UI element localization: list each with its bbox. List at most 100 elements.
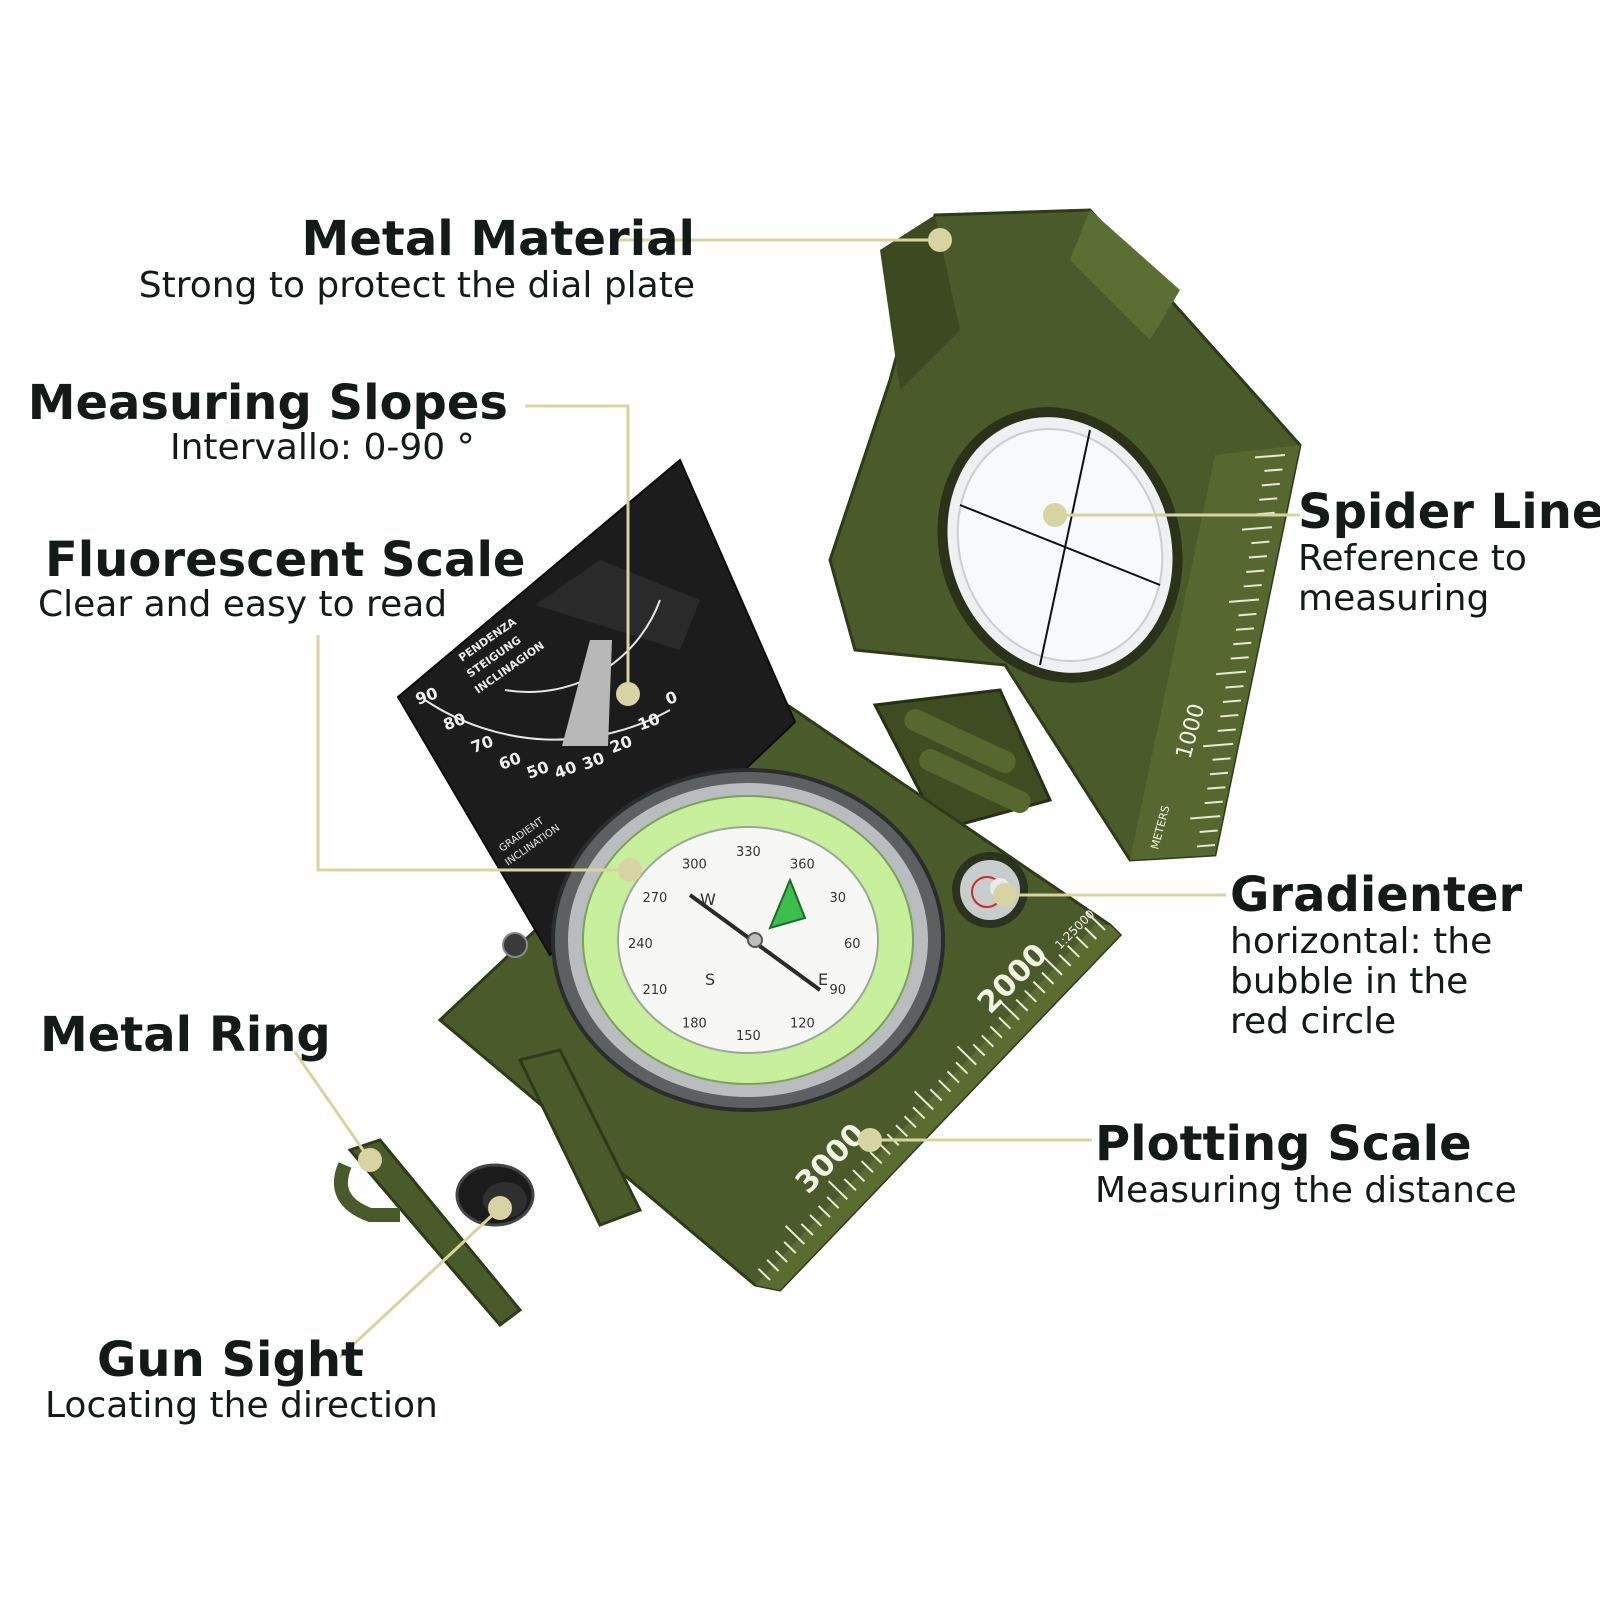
lid-ruler-tick xyxy=(1235,627,1254,631)
callout-dot-gradienter xyxy=(993,883,1017,907)
dial-degree-label: 330 xyxy=(736,845,761,860)
base-ruler-tick xyxy=(938,1079,952,1093)
callout-description: Strong to protect the dial plate xyxy=(138,265,695,306)
callout-measuring-slopes-desc: Intervallo: 0-90 ° xyxy=(170,428,475,468)
callout-title: Gradienter xyxy=(1230,867,1523,923)
callout-description: Locating the direction xyxy=(45,1385,438,1426)
lid-ruler-tick xyxy=(1259,497,1278,501)
base-ruler-tick xyxy=(766,1259,780,1272)
cardinal-s: S xyxy=(705,970,715,989)
callout-description-line-1: Reference to xyxy=(1298,538,1527,579)
base-ruler-tick xyxy=(774,1250,788,1263)
callout-description-line-3: red circle xyxy=(1230,1001,1397,1042)
callout-title: Spider Line xyxy=(1298,484,1600,540)
callout-title: Gun Sight xyxy=(97,1332,364,1388)
cardinal-e: E xyxy=(818,970,828,989)
lid-ruler-tick xyxy=(1222,699,1242,703)
base-ruler-tick xyxy=(826,1196,840,1209)
base-ruler-tick xyxy=(955,1061,969,1075)
callout-line-gun-sight xyxy=(338,1206,502,1359)
dial-degree-label: 180 xyxy=(682,1017,707,1032)
base-ruler-tick xyxy=(800,1223,814,1236)
base-ruler-tick xyxy=(929,1088,943,1102)
callout-metal-material: Metal Material Strong to protect the dia… xyxy=(139,212,695,306)
lid-ruler-tick xyxy=(1196,844,1216,848)
callout-measuring-slopes: Measuring Slopes xyxy=(28,376,508,430)
dial-degree-label: 210 xyxy=(642,983,667,998)
lid-ruler-tick xyxy=(1254,454,1286,459)
callout-dot-fluorescent-scale xyxy=(618,858,642,882)
callout-title: Fluorescent Scale xyxy=(45,532,526,588)
base-ruler-tick xyxy=(999,1000,1020,1021)
lid-ruler-tick xyxy=(1225,685,1244,689)
dial-degree-label: 240 xyxy=(628,937,653,952)
lid-ruler-tick xyxy=(1190,815,1221,820)
lid-ruler-tick xyxy=(1209,771,1229,776)
base-ruler-tick xyxy=(912,1106,926,1120)
base-ruler-tick xyxy=(1058,953,1072,967)
base-ruler-tick xyxy=(783,1241,797,1254)
base-ruler-tick xyxy=(1075,936,1089,949)
lid-ruler-tick xyxy=(1264,468,1283,472)
base-ruler-tick xyxy=(869,1151,883,1165)
base-ruler-tick xyxy=(784,1225,806,1245)
base-ruler-tick xyxy=(827,1180,849,1200)
base-ruler-tick xyxy=(972,1043,986,1057)
callout-description: Clear and easy to read xyxy=(38,584,448,625)
callout-spider-line: Spider Line Reference to measuring xyxy=(1298,485,1600,619)
callout-dot-metal-ring xyxy=(358,1148,382,1172)
base-ruler-tick xyxy=(852,1169,866,1182)
base-ruler-tick xyxy=(998,1016,1012,1030)
base-ruler-tick xyxy=(1084,927,1098,940)
callout-dot-plotting-scale xyxy=(858,1128,882,1152)
lid-ruler-tick xyxy=(1228,598,1260,603)
callout-description-line-1: horizontal: the xyxy=(1230,921,1493,962)
lid-ruler-tick xyxy=(1212,757,1231,761)
callout-fluorescent-scale: Fluorescent Scale xyxy=(45,533,525,587)
lid-ruler-tick xyxy=(1243,584,1262,588)
lid-ruler-ticks xyxy=(1190,454,1286,848)
lid-ruler-tick xyxy=(1220,714,1239,718)
base-ruler-ticks xyxy=(757,911,1106,1281)
lid-ruler-tick xyxy=(1217,728,1236,732)
base-ruler-tick xyxy=(903,1115,917,1129)
base-ruler-tick xyxy=(860,1160,874,1174)
dial-degree-label: 30 xyxy=(830,891,847,906)
base-ruler-tick xyxy=(989,1025,1003,1039)
base-ruler-tick xyxy=(1032,980,1046,994)
spider-line-horizontal xyxy=(959,504,1161,586)
lid-hinge xyxy=(872,688,1053,832)
base-ruler-tick xyxy=(1015,998,1029,1012)
cardinal-w: W xyxy=(700,890,716,909)
lid-ruler-tick xyxy=(1203,742,1234,748)
base-ruler-tick xyxy=(1041,971,1055,985)
base-ruler-tick xyxy=(946,1070,960,1084)
north-arrow xyxy=(768,877,807,930)
callout-line-measuring-slopes xyxy=(525,404,630,694)
base-ruler-tick xyxy=(843,1178,857,1191)
callout-lines xyxy=(293,238,1300,1359)
callout-line-fluorescent-scale xyxy=(316,635,630,872)
callout-dot-spider-line xyxy=(1043,503,1067,527)
base-ruler-tick xyxy=(757,1268,771,1281)
base-ruler-tick xyxy=(817,1205,831,1218)
lid-ruler-tick xyxy=(1248,555,1267,559)
callout-dot-measuring-slopes xyxy=(616,682,640,706)
callout-dots xyxy=(358,228,1067,1220)
callout-description: Intervallo: 0-90 ° xyxy=(170,427,475,468)
base-ruler-tick xyxy=(1024,989,1037,1003)
dial-degree-label: 270 xyxy=(642,891,667,906)
dial-degree-label: 120 xyxy=(790,1017,815,1032)
metal-ring-loop xyxy=(334,1162,400,1222)
base-ruler-tick xyxy=(981,1034,995,1048)
lid-ruler-tick xyxy=(1230,656,1249,660)
callout-description-line-2: measuring xyxy=(1298,578,1490,619)
callout-plotting-scale: Plotting Scale Measuring the distance xyxy=(1095,1117,1517,1211)
callout-title: Metal Material xyxy=(301,211,695,267)
lid-ruler-tick xyxy=(1251,540,1270,545)
callout-title: Measuring Slopes xyxy=(27,375,508,431)
